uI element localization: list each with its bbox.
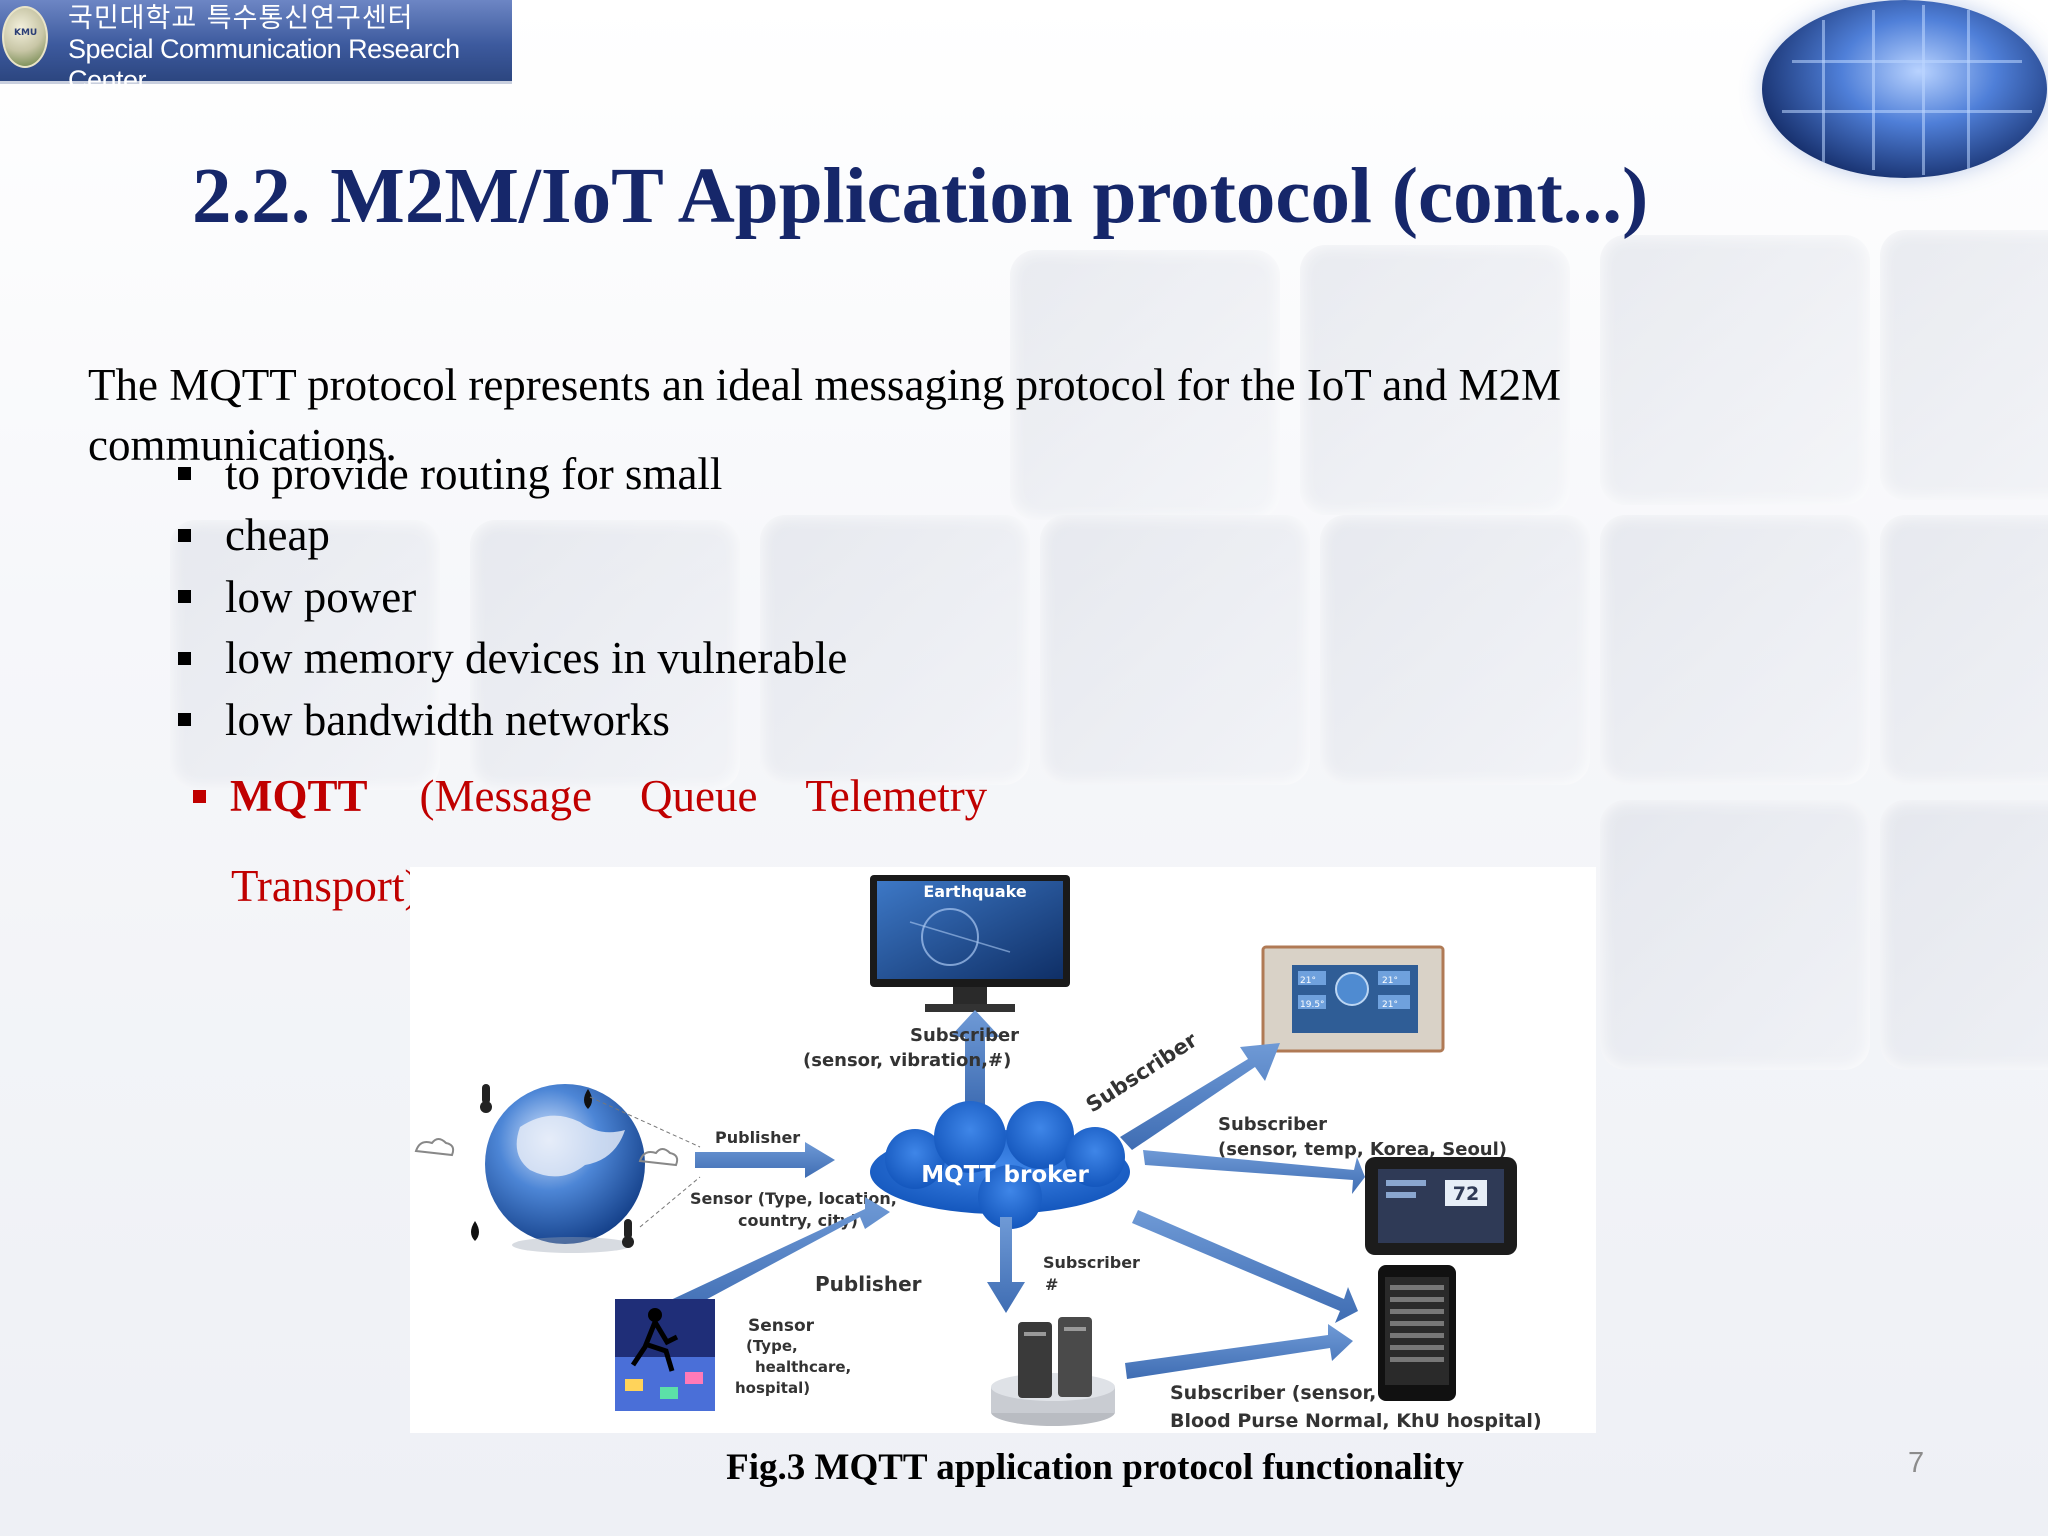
bg-tile: [1880, 230, 2048, 500]
tablet-device-icon: [1261, 945, 1445, 1053]
intro-paragraph: The MQTT protocol represents an ideal me…: [88, 360, 1561, 470]
square-bullet-icon: [178, 651, 191, 665]
bg-tile: [1880, 515, 2048, 785]
cloud-icon: [414, 1138, 455, 1157]
mqtt-diagram: Earthquake Subscriber (sensor, vibration…: [414, 875, 1542, 1432]
list-item: cheap: [178, 505, 847, 567]
square-bullet-icon: [193, 790, 206, 804]
sensor-top-detail-1: Sensor (Type, location,: [690, 1189, 897, 1208]
tablet-temp: 19.5°: [1300, 1000, 1325, 1010]
arrow-diagonal-up: [1120, 1043, 1280, 1150]
arrow-down: [987, 1217, 1025, 1313]
thermometer-icon: [622, 1219, 634, 1248]
thermostat-device-icon: [1365, 1157, 1517, 1255]
earthquake-label: Earthquake: [923, 882, 1027, 901]
page-number: 7: [1908, 1447, 1925, 1479]
subscriber-bottom-1: Subscriber (sensor,: [1170, 1382, 1376, 1404]
bg-tile: [170, 520, 440, 790]
sensor-bottom-3: healthcare,: [755, 1358, 851, 1376]
bg-tile: [470, 520, 740, 790]
square-bullet-icon: [178, 590, 191, 604]
subscriber-right-label: Subscriber: [1218, 1114, 1327, 1135]
healthcare-sensor-image: [615, 1299, 715, 1411]
thermometer-icon: [480, 1084, 492, 1113]
logo-korean-text: 국민대학교 특수통신연구센터: [68, 3, 414, 34]
mqtt-broker-cloud-icon: [870, 1101, 1130, 1229]
mqtt-diagram-figure: Earthquake Subscriber (sensor, vibration…: [410, 867, 1596, 1433]
publisher-bottom-label: Publisher: [815, 1272, 922, 1296]
dashed-link: [639, 1176, 701, 1228]
arrow-down-right: [1132, 1210, 1358, 1323]
bg-tile: [1010, 250, 1280, 520]
arrow-publisher-top: [695, 1142, 835, 1178]
bg-tile: [1600, 235, 1870, 505]
logo-english-text: Special Communication Research Center: [68, 34, 460, 95]
tablet-temp: 21°: [1382, 1000, 1398, 1010]
dashed-link: [589, 1096, 701, 1148]
sensor-bottom-2: (Type,: [746, 1337, 798, 1355]
bg-tile: [1320, 515, 1590, 785]
subscriber-bottom-2: Blood Purse Normal, KhU hospital): [1170, 1410, 1542, 1432]
water-drop-icon: [471, 1221, 479, 1241]
list-item: to provide routing for small: [178, 443, 847, 505]
tech-globe-decoration: [1762, 0, 2047, 178]
subscriber-top-label: Subscriber: [910, 1025, 1019, 1046]
sensor-bottom-4: hospital): [735, 1379, 810, 1397]
arrow-publisher-bottom: [660, 1197, 890, 1319]
smartphone-icon: [1378, 1265, 1456, 1401]
cloud-icon: [638, 1148, 679, 1167]
list-item: low memory devices in vulnerable: [178, 628, 847, 690]
water-drop-icon: [584, 1089, 592, 1109]
tablet-temp: 21°: [1382, 976, 1398, 986]
sensor-top-detail-2: country, city): [738, 1211, 858, 1230]
earth-globe-icon: [485, 1084, 645, 1253]
bg-tile: [1040, 515, 1310, 785]
arrow-up: [950, 1010, 1000, 1107]
bg-tile: [1300, 245, 1570, 515]
bullet-list: to provide routing for small cheap low p…: [178, 443, 847, 751]
emblem-text: KMU: [14, 28, 38, 38]
bg-tile: [760, 515, 1030, 785]
tablet-temp: 21°: [1300, 976, 1316, 986]
figure-caption: Fig.3 MQTT application protocol function…: [726, 1447, 1464, 1488]
bg-tile: [1880, 800, 2048, 1070]
arrow-bottom-right: [1125, 1324, 1353, 1379]
square-bullet-icon: [178, 467, 191, 481]
university-emblem-icon: KMU: [2, 6, 48, 68]
sensor-bottom-1: Sensor: [748, 1316, 815, 1336]
mqtt-heading-continuation: Transport): [231, 861, 420, 911]
slide-title: 2.2. M2M/IoT Application protocol (cont.…: [192, 153, 1649, 240]
server-stack-icon: [991, 1317, 1115, 1426]
square-bullet-icon: [178, 713, 191, 727]
header-logo: KMU 국민대학교 특수통신연구센터 Special Communication…: [0, 0, 512, 95]
thermostat-value: 72: [1453, 1183, 1479, 1205]
earthquake-monitor-icon: [870, 875, 1070, 1012]
subscriber-down-label: Subscriber: [1043, 1253, 1140, 1272]
subscriber-down-detail: #: [1045, 1275, 1058, 1294]
subscriber-top-detail: (sensor, vibration,#): [803, 1050, 1011, 1071]
list-item: low power: [178, 566, 847, 628]
mqtt-broker-label: MQTT broker: [921, 1162, 1089, 1188]
square-bullet-icon: [178, 528, 191, 542]
publisher-top-label: Publisher: [715, 1128, 800, 1147]
arrow-right: [1143, 1150, 1365, 1194]
bg-tile: [1600, 800, 1870, 1070]
subscriber-right-detail: (sensor, temp, Korea, Seoul): [1218, 1139, 1507, 1160]
list-item: low bandwidth networks: [178, 689, 847, 751]
bg-tile: [1600, 515, 1870, 785]
